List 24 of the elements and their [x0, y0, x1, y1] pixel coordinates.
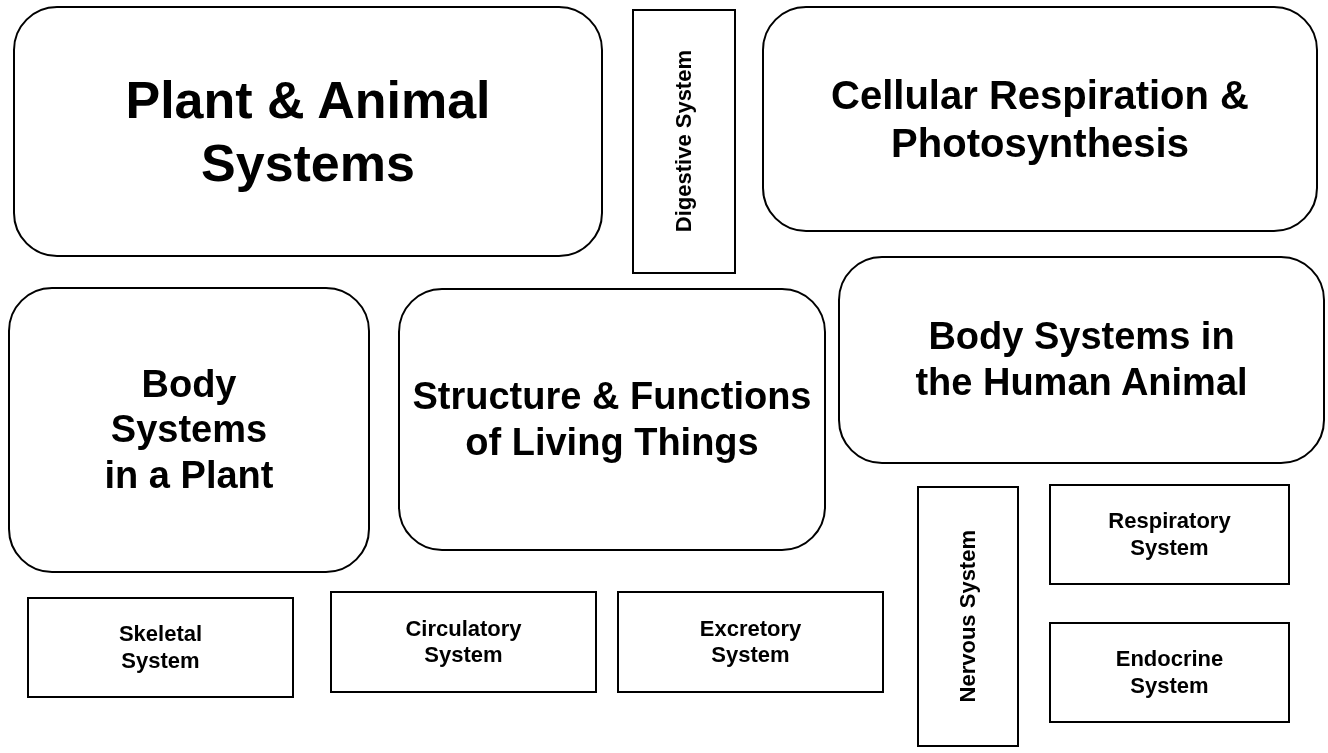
box-label: Endocrine System	[1114, 646, 1225, 699]
rectangle-box	[27, 597, 294, 698]
box-label: Cellular Respiration & Photosynthesis	[830, 72, 1250, 167]
box-label: Digestive System	[670, 50, 697, 233]
rectangle-box	[330, 591, 597, 693]
rectangle-box	[917, 486, 1019, 747]
rounded-box	[762, 6, 1318, 232]
rounded-box	[838, 256, 1325, 464]
rectangle-box	[617, 591, 884, 693]
box-label: Plant & Animal Systems	[124, 70, 492, 194]
box-label: Body Systems in the Human Animal	[914, 314, 1249, 405]
rounded-box	[8, 287, 370, 573]
box-label: Body Systems in a Plant	[103, 361, 275, 498]
box-label: Skeletal System	[117, 621, 204, 674]
rectangle-box	[632, 9, 736, 274]
box-label: Circulatory System	[404, 615, 523, 669]
box-label: Excretory System	[698, 615, 803, 669]
box-label: Respiratory System	[1107, 508, 1232, 561]
rectangle-box	[1049, 622, 1290, 723]
rounded-box	[13, 6, 603, 257]
rectangle-box	[1049, 484, 1290, 585]
box-label: Structure & Functions of Living Things	[412, 373, 812, 465]
box-label: Nervous System	[954, 530, 981, 703]
rounded-box	[398, 288, 826, 551]
